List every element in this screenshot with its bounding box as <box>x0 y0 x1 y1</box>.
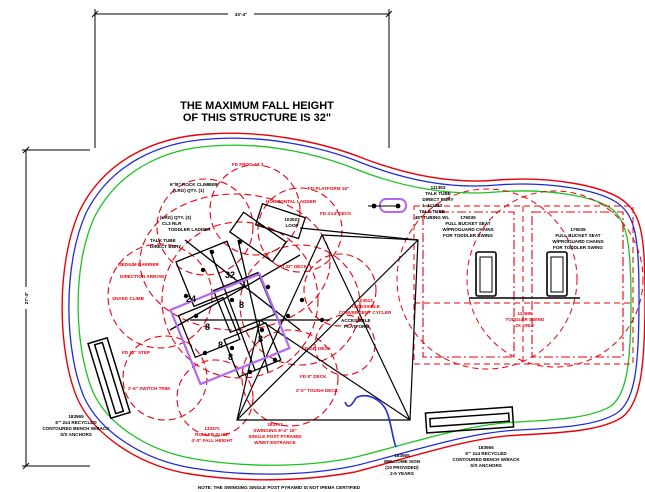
deck-height-32: 32 <box>225 270 235 280</box>
bench-left <box>87 336 131 420</box>
callout-medium-barrier: MEDIUM BARRIER <box>118 262 160 267</box>
bench-right-line1: 6'" 2x4 RECYCLED <box>465 451 507 456</box>
callout-tough-deck: 2'-0" TOUGH DECK <box>296 388 339 393</box>
left-talk-tube: TALK TUBE <box>150 238 176 243</box>
swing-beam <box>469 251 580 299</box>
callout-24-deck: FD 24" DECK <box>302 346 332 351</box>
welcome-sign-line2: (10 PROVIDED) <box>385 465 419 470</box>
ladder-qty: (LRG) QTY. (3) <box>160 215 192 220</box>
swing-seats <box>479 256 564 293</box>
callout-switch-trim: 2'-6" SWITCH TRIM <box>128 386 170 391</box>
talk-tube-length: 48" TUBING WL <box>415 215 450 220</box>
red-outer-border <box>61 132 645 481</box>
seat-left-title: FULL BUCKET SEAT <box>445 221 490 226</box>
bench-right-id: 183565 <box>478 445 494 450</box>
seat-right-title: FULL BUCKET SEAT <box>555 233 600 238</box>
swing-frame <box>422 211 624 358</box>
seat-left-line3: FOR TODDLER SWING <box>443 233 493 238</box>
accessible-line1: ACCESSIBLE <box>341 318 371 323</box>
deck-height-24: 24 <box>186 294 196 304</box>
deck-height-8c: 8 <box>258 334 263 344</box>
roller-title: ROLLER SLIDE <box>195 432 229 437</box>
callout-4x4-deck: FD 4'x4' DECK <box>320 211 352 216</box>
talk-tube-name: TALK TUBE <box>419 209 445 214</box>
roller-sub: 4'-0" FALL HEIGHT <box>191 438 232 443</box>
talk-tube-title: TALK TUBE <box>425 191 451 196</box>
single-post-line2: SINGLE POST PYRAMID <box>248 434 302 439</box>
ladder-code: CL3 RLR <box>162 221 182 226</box>
overhead-ladder-label: HORIZONTAL LADDER <box>266 199 317 204</box>
callout-platform: FD PLATFORM 16" <box>308 186 349 191</box>
seat-right-line3: FOR TODDLER SWING <box>553 245 603 250</box>
deck-height-8e: 8 <box>218 340 223 350</box>
welcome-sign-id: 183565 <box>394 453 410 458</box>
talk-tube-id: 111363 <box>431 185 446 190</box>
bottom-note: NOTE: THE SWINGING SINGLE POST PYRAMID I… <box>198 485 361 490</box>
deck-height-8a: 8 <box>239 300 244 310</box>
callout-snake-climb: SNAKE CLIMB <box>112 296 145 301</box>
seat-right-line2: W/PROGUARD CHAINS <box>552 239 603 244</box>
accessible-line2: PLATFORM <box>344 324 369 329</box>
bench-right-line2: CONTOURED BENCH W/BACK <box>452 457 520 462</box>
swing-use-zones <box>396 188 644 370</box>
bench-right <box>424 406 515 434</box>
use-zone-borders <box>61 132 645 481</box>
bench-left-line2: CONTOURED BENCH W/BACK <box>42 426 110 431</box>
callout-frog: FD FROG AT 3 <box>232 162 264 167</box>
ramp-outline <box>169 272 291 386</box>
blue-border <box>68 137 640 475</box>
callout-8-deck: FD 8" DECK <box>300 374 327 379</box>
top-dimension-label: 33'-4" <box>235 12 247 17</box>
accessible-cycler-sub: CONVERGENT CYCLER <box>339 310 392 315</box>
fall-height-note-line2: OF THIS STRUCTURE IS 32" <box>183 112 331 124</box>
callout-32-deck: FD 32" DECK <box>278 264 308 269</box>
bench-right-line3: S/S ANCHORS <box>470 463 502 468</box>
welcome-sign-line3: 2-5 YEARS <box>390 471 414 476</box>
talk-tube <box>368 198 407 213</box>
talk-tube-sub: DIRECT BURY <box>422 197 453 202</box>
ladder-name: TODDLER LADDER <box>168 227 211 232</box>
seat-left-id: 176035 <box>460 215 476 220</box>
callout-direction-arrow: DIRECTION ARROW <box>120 274 165 279</box>
seat-right-id: 176035 <box>570 227 586 232</box>
swing-frame-title: TODDLER SWING <box>506 317 545 322</box>
accessible-cycler-id: 103023 <box>357 298 373 303</box>
bench-left-line1: 6'" 2x4 RECYCLED <box>55 420 97 425</box>
deck-height-8b: 8 <box>205 322 210 332</box>
bench-left-line3: S/S ANCHORS <box>60 432 92 437</box>
accessible-cycler-title: ACCESSIBLE <box>350 304 380 309</box>
left-dimension-label: 27'-4" <box>24 292 29 304</box>
single-post-line1: SWINGING 8'-4" 16" <box>253 428 296 433</box>
rock-climber-qty: (LRG) QTY. (1) <box>173 188 205 193</box>
loop-id: 103023 <box>284 217 300 222</box>
roller-id: 133370 <box>204 426 220 431</box>
loop-title: LOOP <box>285 223 298 228</box>
fall-height-note-line1: THE MAXIMUM FALL HEIGHT <box>180 100 334 112</box>
single-post-line3: W/NET ENTRANCE <box>254 440 296 445</box>
main-structure <box>169 202 330 378</box>
welcome-sign-path <box>344 394 397 448</box>
structure-use-zones <box>107 164 377 437</box>
deck-height-8d: 8 <box>228 352 233 362</box>
swing-frame-id: 113585 <box>517 311 533 316</box>
bench-left-id: 183565 <box>68 414 84 419</box>
left-talk-tube-sub: DIRECT BURY <box>150 244 181 249</box>
welcome-sign-line1: WELCOME SIGN <box>384 459 421 464</box>
swing-frame-sub: 2X ONLY <box>515 323 534 328</box>
green-inner-border <box>77 144 632 466</box>
talk-tube-qty: 1 -111363 <box>422 203 443 208</box>
rock-climber-label: 6"/8" ROCK CLIMBER <box>170 182 218 187</box>
seat-left-line2: W/PROGUARD CHAINS <box>442 227 493 232</box>
single-post-id: 183797 <box>267 422 283 427</box>
deck-posts <box>183 239 325 375</box>
callout-step: FD 12" STEP <box>122 350 150 355</box>
